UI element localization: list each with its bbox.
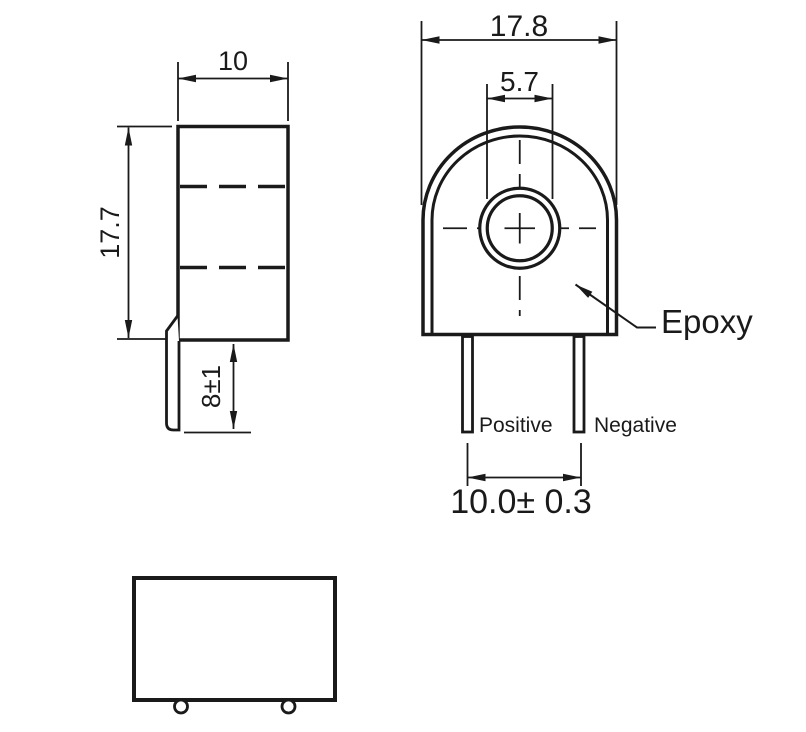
negative-pin xyxy=(572,335,586,434)
bottom-pin-right xyxy=(280,698,297,715)
side-width-dimension: 10 xyxy=(177,46,289,121)
side-view: 10 17.7 8±1 xyxy=(95,46,290,434)
hole-diameter-value: 5.7 xyxy=(500,66,539,97)
bottom-view xyxy=(132,576,337,715)
front-width-value: 17.8 xyxy=(490,10,548,43)
side-pin-length-dimension: 8±1 xyxy=(184,344,251,434)
positive-pin xyxy=(461,335,474,434)
front-body-inner-wall xyxy=(430,134,609,334)
positive-pin-label: Positive xyxy=(479,414,553,437)
hole-diameter-dimension: 5.7 xyxy=(486,66,554,199)
bottom-body-outline xyxy=(132,576,337,702)
side-pin-outline xyxy=(165,315,181,432)
front-view: 17.8 5.7 Epoxy Positive Negative xyxy=(420,10,753,521)
side-body-outline xyxy=(176,124,290,342)
epoxy-leader-arrow xyxy=(574,283,656,329)
front-width-dimension: 17.8 xyxy=(420,10,618,205)
side-height-dimension: 17.7 xyxy=(95,125,174,340)
pin-spacing-value: 10.0± 0.3 xyxy=(450,483,592,521)
epoxy-label: Epoxy xyxy=(661,303,753,340)
side-height-value: 17.7 xyxy=(95,206,125,259)
side-pin-length-value: 8±1 xyxy=(196,365,226,408)
negative-pin-label: Negative xyxy=(594,414,677,437)
epoxy-callout: Epoxy xyxy=(574,283,753,340)
bottom-pin-left xyxy=(173,698,189,715)
pin-spacing-dimension: 10.0± 0.3 xyxy=(450,443,592,521)
side-width-value: 10 xyxy=(218,46,248,76)
